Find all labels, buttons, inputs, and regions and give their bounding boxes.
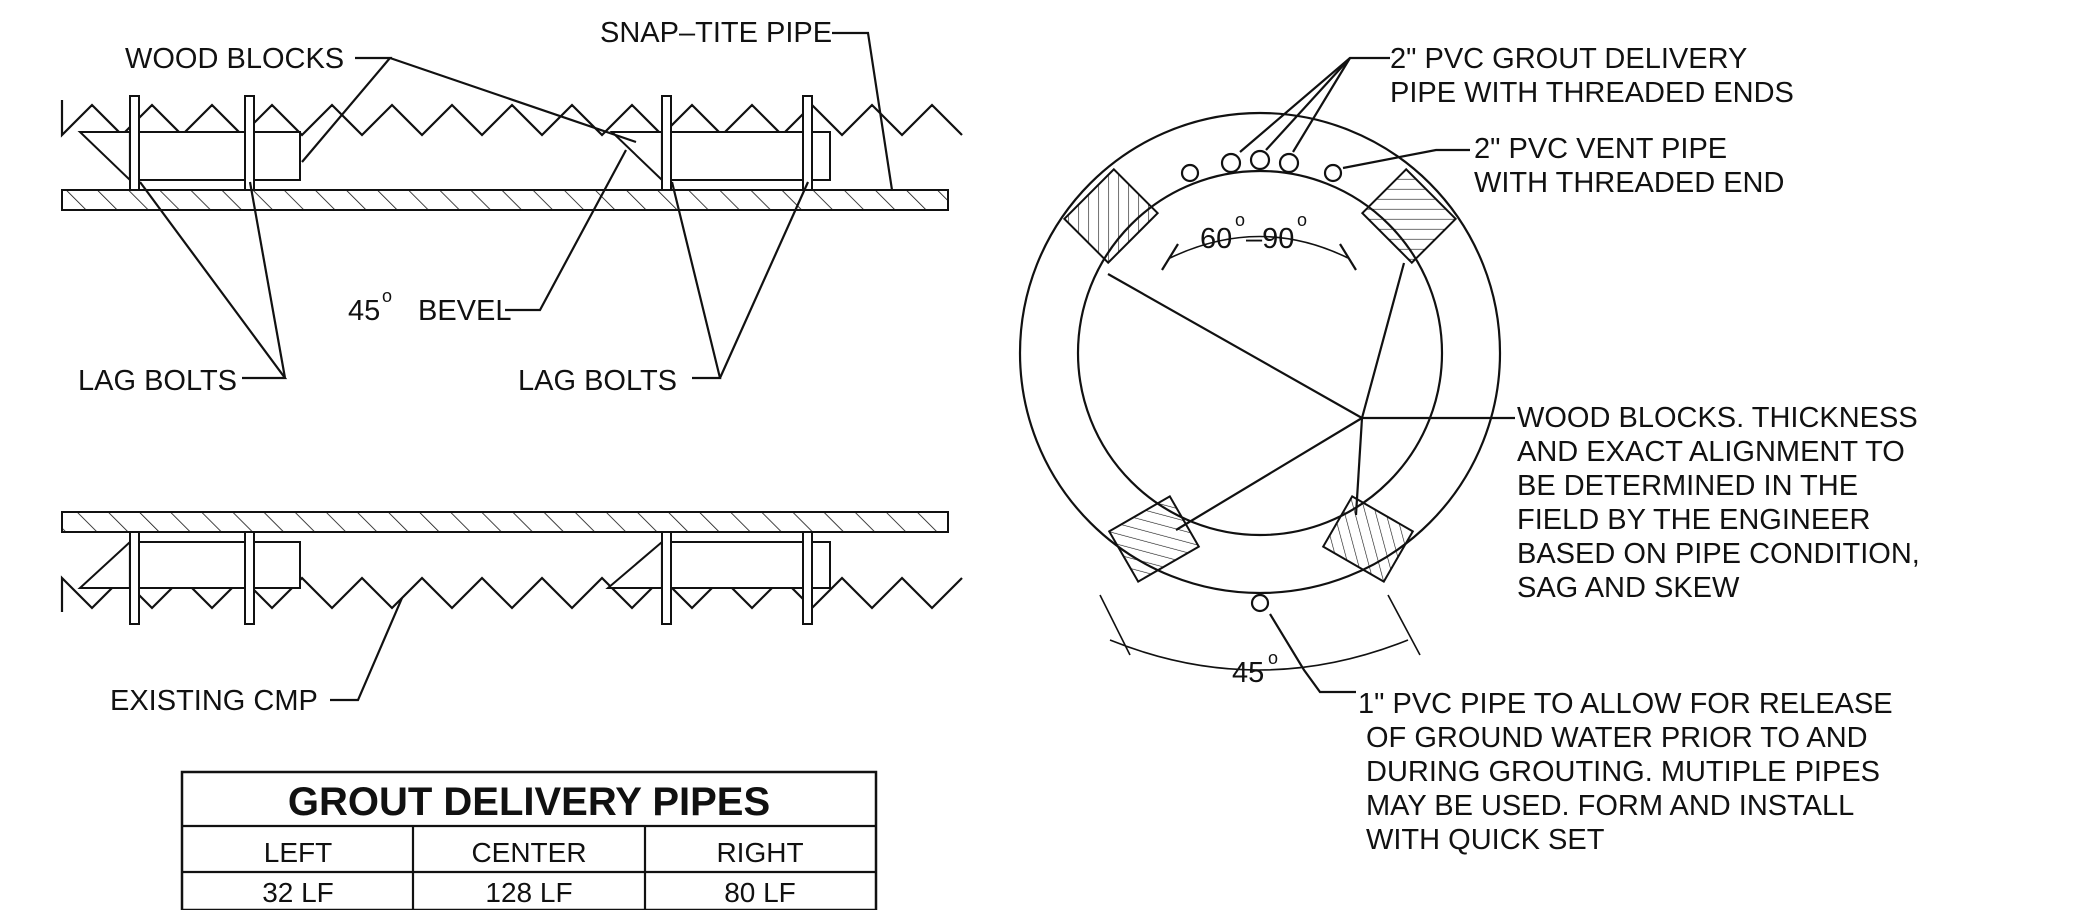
- drain-pipe: [1250, 593, 1270, 613]
- note-line: MAY BE USED. FORM AND INSTALL: [1366, 790, 1854, 822]
- note-line: FIELD BY THE ENGINEER: [1517, 504, 1870, 536]
- degree-symbol: o: [1297, 210, 1307, 230]
- note-grout-delivery-1: 2" PVC GROUT DELIVERY: [1390, 43, 1747, 75]
- grout-pipe: [1249, 149, 1271, 171]
- lag-bolt: [129, 95, 140, 191]
- top-longitudinal-view: [60, 95, 963, 211]
- note-grout-delivery-2: PIPE WITH THREADED ENDS: [1390, 77, 1794, 109]
- table-title: GROUT DELIVERY PIPES: [288, 780, 770, 824]
- label-snap-tite-pipe: SNAP–TITE PIPE: [600, 17, 832, 49]
- table-header-left: LEFT: [264, 837, 332, 868]
- wood-block-section: [1321, 495, 1415, 583]
- table-value-center: 128 LF: [485, 877, 572, 908]
- wood-block-left-bottom: [77, 541, 301, 589]
- wood-block-left-top: [77, 131, 301, 181]
- lag-bolt: [129, 531, 140, 625]
- note-line: OF GROUND WATER PRIOR TO AND: [1366, 722, 1868, 754]
- degree-symbol: o: [1268, 648, 1278, 668]
- snap-tite-inner-circle: [1076, 169, 1444, 537]
- lag-bolt: [661, 531, 672, 625]
- cross-section-view: 60 o –90 o 45 o: [1018, 56, 1515, 694]
- label-lag-bolts-right: LAG BOLTS: [518, 365, 677, 397]
- label-wood-blocks: WOOD BLOCKS: [125, 43, 344, 75]
- note-wood-blocks: WOOD BLOCKS. THICKNESS AND EXACT ALIGNME…: [1517, 402, 1920, 604]
- note-vent-1: 2" PVC VENT PIPE: [1474, 133, 1727, 165]
- grout-pipe: [1278, 152, 1300, 174]
- top-leaders: [139, 31, 894, 380]
- grout-pipe: [1220, 152, 1242, 174]
- note-line: BASED ON PIPE CONDITION,: [1517, 538, 1920, 570]
- cmp-corrugation-top: [60, 100, 963, 138]
- grout-delivery-table: GROUT DELIVERY PIPES LEFT CENTER RIGHT 3…: [180, 770, 878, 910]
- cmp-outer-circle: [1018, 111, 1502, 595]
- lag-bolt: [802, 531, 813, 625]
- snap-tite-pipe-bottom: [61, 511, 949, 533]
- wood-block-right-bottom: [605, 541, 831, 589]
- angle-label-45: 45 o: [1232, 648, 1278, 689]
- angle-a: 60: [1200, 223, 1232, 255]
- label-existing-cmp: EXISTING CMP: [110, 685, 318, 717]
- table-value-right: 80 LF: [724, 877, 796, 908]
- angle-label-60-90: 60 o –90 o: [1200, 210, 1307, 255]
- vent-pipe: [1323, 163, 1343, 183]
- lag-bolt: [661, 95, 672, 191]
- lag-bolt: [244, 95, 255, 191]
- wood-block-section: [1107, 495, 1201, 583]
- wood-block-right-top: [609, 131, 831, 181]
- note-line: DURING GROUTING. MUTIPLE PIPES: [1366, 756, 1880, 788]
- table-header-center: CENTER: [471, 837, 586, 868]
- bottom-longitudinal-view: [60, 511, 963, 702]
- angle-b: –90: [1246, 223, 1294, 255]
- angle-45: 45: [1232, 657, 1264, 689]
- note-line: BE DETERMINED IN THE: [1517, 470, 1858, 502]
- table-header-right: RIGHT: [716, 837, 803, 868]
- bevel-text: BEVEL: [418, 295, 512, 327]
- snap-tite-pipe-top: [61, 189, 949, 211]
- table-value-left: 32 LF: [262, 877, 334, 908]
- degree-symbol: o: [382, 286, 392, 306]
- note-line: AND EXACT ALIGNMENT TO: [1517, 436, 1905, 468]
- note-line: WITH QUICK SET: [1366, 824, 1605, 856]
- label-lag-bolts-left: LAG BOLTS: [78, 365, 237, 397]
- bevel-angle: 45: [348, 295, 380, 327]
- wood-block-section: [1360, 167, 1458, 265]
- note-drain-pipe: 1" PVC PIPE TO ALLOW FOR RELEASE OF GROU…: [1358, 688, 1893, 856]
- degree-symbol: o: [1235, 210, 1245, 230]
- note-line: 1" PVC PIPE TO ALLOW FOR RELEASE: [1358, 688, 1893, 720]
- label-45-bevel: 45 o BEVEL: [348, 286, 512, 327]
- wood-block-section: [1062, 167, 1160, 265]
- note-line: WOOD BLOCKS. THICKNESS: [1517, 402, 1918, 434]
- pvc-pipe: [1180, 163, 1200, 183]
- lag-bolt: [802, 95, 813, 191]
- lag-bolt: [244, 531, 255, 625]
- note-vent-2: WITH THREADED END: [1474, 167, 1784, 199]
- note-line: SAG AND SKEW: [1517, 572, 1740, 604]
